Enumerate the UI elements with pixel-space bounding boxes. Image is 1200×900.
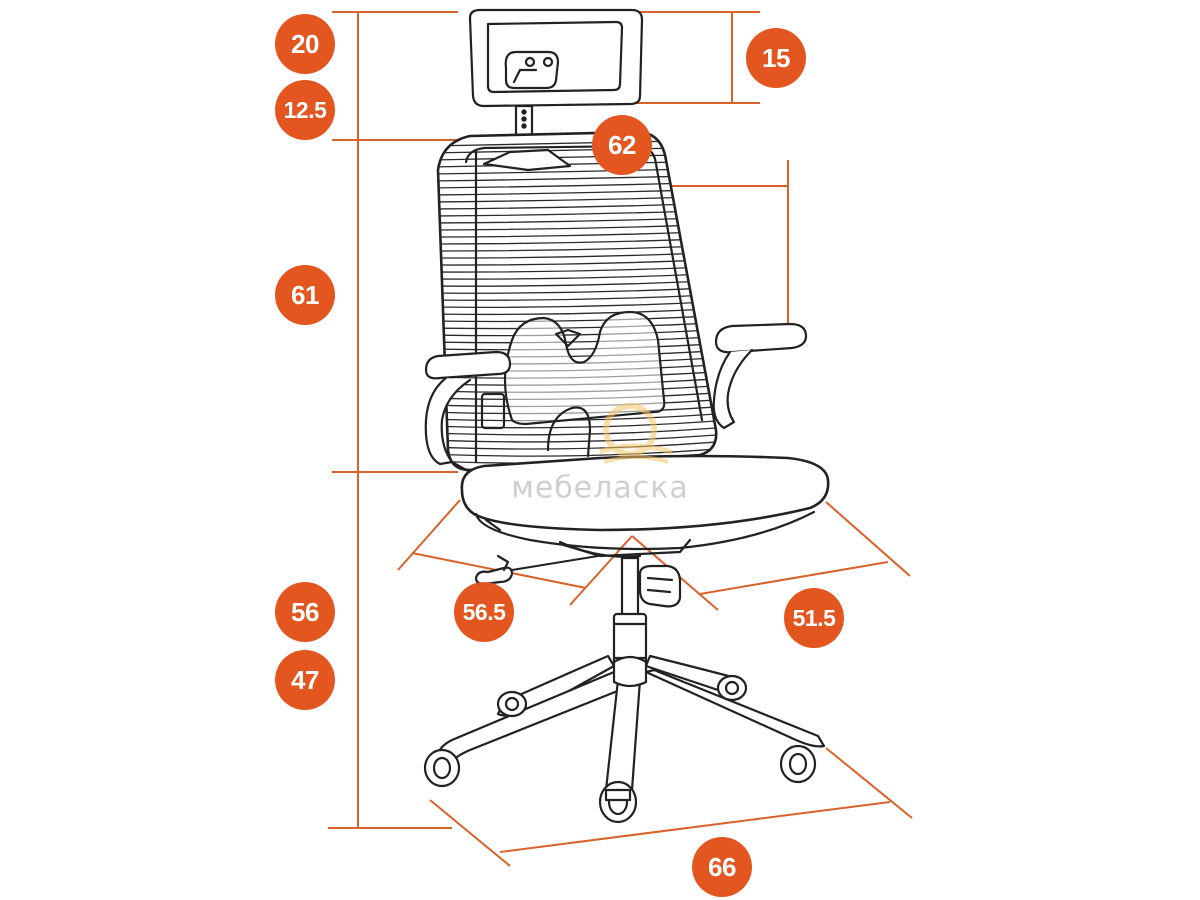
dim-badge-headrest-height: 15: [746, 28, 806, 88]
dim-badge-seat-depth: 51.5: [784, 588, 844, 648]
dim-badge-seat-height-min: 47: [275, 650, 335, 710]
caster-back-left: [496, 690, 528, 718]
sun-logo-icon: [599, 403, 673, 464]
mesh-backrest: [436, 130, 718, 472]
star-base: [436, 654, 826, 802]
right-armrest: [712, 322, 808, 430]
dim-badge-headrest-top-gap: 20: [275, 14, 335, 74]
chair-illustration: [423, 8, 830, 824]
dim-badge-base-width: 66: [692, 837, 752, 897]
dim-badge-seat-height-max: 56: [275, 582, 335, 642]
caster-wheels: [423, 674, 817, 824]
caster-front: [598, 780, 638, 824]
caster-back-right: [716, 674, 748, 702]
left-armrest: [424, 350, 512, 474]
headrest: [468, 8, 644, 138]
caster-right: [779, 744, 817, 784]
watermark-text: мебеласка: [511, 470, 689, 506]
gas-lift-cylinder: [612, 556, 648, 670]
dim-badge-back-height: 61: [275, 265, 335, 325]
dim-badge-back-width: 62: [592, 115, 652, 175]
dim-badge-seat-width: 56.5: [454, 582, 514, 642]
caster-left: [423, 748, 461, 788]
dim-badge-headrest-adjust: 12.5: [275, 80, 335, 140]
tilt-mechanism: [474, 538, 692, 608]
